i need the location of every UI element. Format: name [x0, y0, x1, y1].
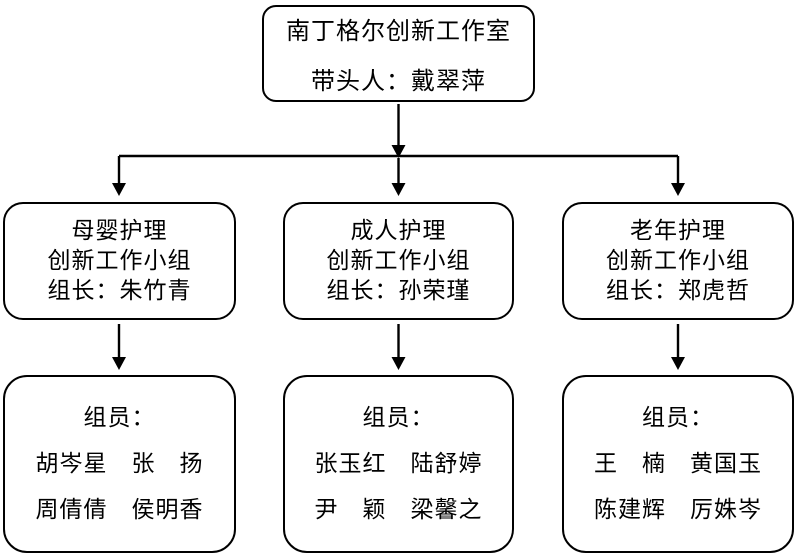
members-box-maternal: 组员： 胡岑星 张 扬 周倩倩 侯明香 — [3, 375, 236, 553]
arrow-to-group-1 — [112, 156, 126, 196]
group-leader: 组长：孙荣瑾 — [326, 278, 471, 303]
members-box-elderly: 组员： 王 楠 黄国玉 陈建辉 厉姝岑 — [562, 375, 794, 553]
workshop-root-box: 南丁格尔创新工作室 带头人：戴翠萍 — [262, 5, 535, 102]
group-team: 创新工作小组 — [47, 248, 192, 273]
members-label: 组员： — [83, 405, 156, 430]
members-row: 王 楠 黄国玉 — [594, 451, 762, 476]
members-row: 陈建辉 厉姝岑 — [594, 497, 762, 522]
members-label: 组员： — [642, 405, 714, 430]
group-box-elderly: 老年护理 创新工作小组 组长：郑虎哲 — [562, 202, 794, 320]
arrow-to-group-3 — [671, 156, 685, 196]
members-row: 胡岑星 张 扬 — [35, 451, 204, 476]
workshop-leader: 带头人：戴翠萍 — [311, 69, 486, 95]
group-leader: 组长：朱竹青 — [47, 278, 192, 303]
group-leader: 组长：郑虎哲 — [606, 278, 750, 303]
arrow-root-to-branch-line — [391, 104, 406, 158]
group-team: 创新工作小组 — [606, 248, 750, 273]
group-field: 母婴护理 — [71, 218, 168, 243]
workshop-title: 南丁格尔创新工作室 — [286, 19, 511, 45]
group-field: 成人护理 — [350, 218, 447, 243]
members-row: 张玉红 陆舒婷 — [314, 451, 483, 476]
arrow-group-3-to-members — [671, 324, 685, 370]
members-box-adult: 组员： 张玉红 陆舒婷 尹 颖 梁馨之 — [283, 375, 514, 553]
arrow-group-1-to-members — [112, 324, 126, 370]
arrow-to-group-2 — [391, 158, 406, 196]
members-row: 周倩倩 侯明香 — [35, 497, 204, 522]
group-field: 老年护理 — [630, 218, 726, 243]
members-row: 尹 颖 梁馨之 — [314, 497, 483, 522]
group-box-maternal: 母婴护理 创新工作小组 组长：朱竹青 — [3, 202, 236, 320]
group-team: 创新工作小组 — [326, 248, 471, 273]
arrow-group-2-to-members — [391, 324, 406, 370]
group-box-adult: 成人护理 创新工作小组 组长：孙荣瑾 — [283, 202, 514, 320]
members-label: 组员： — [362, 405, 435, 430]
